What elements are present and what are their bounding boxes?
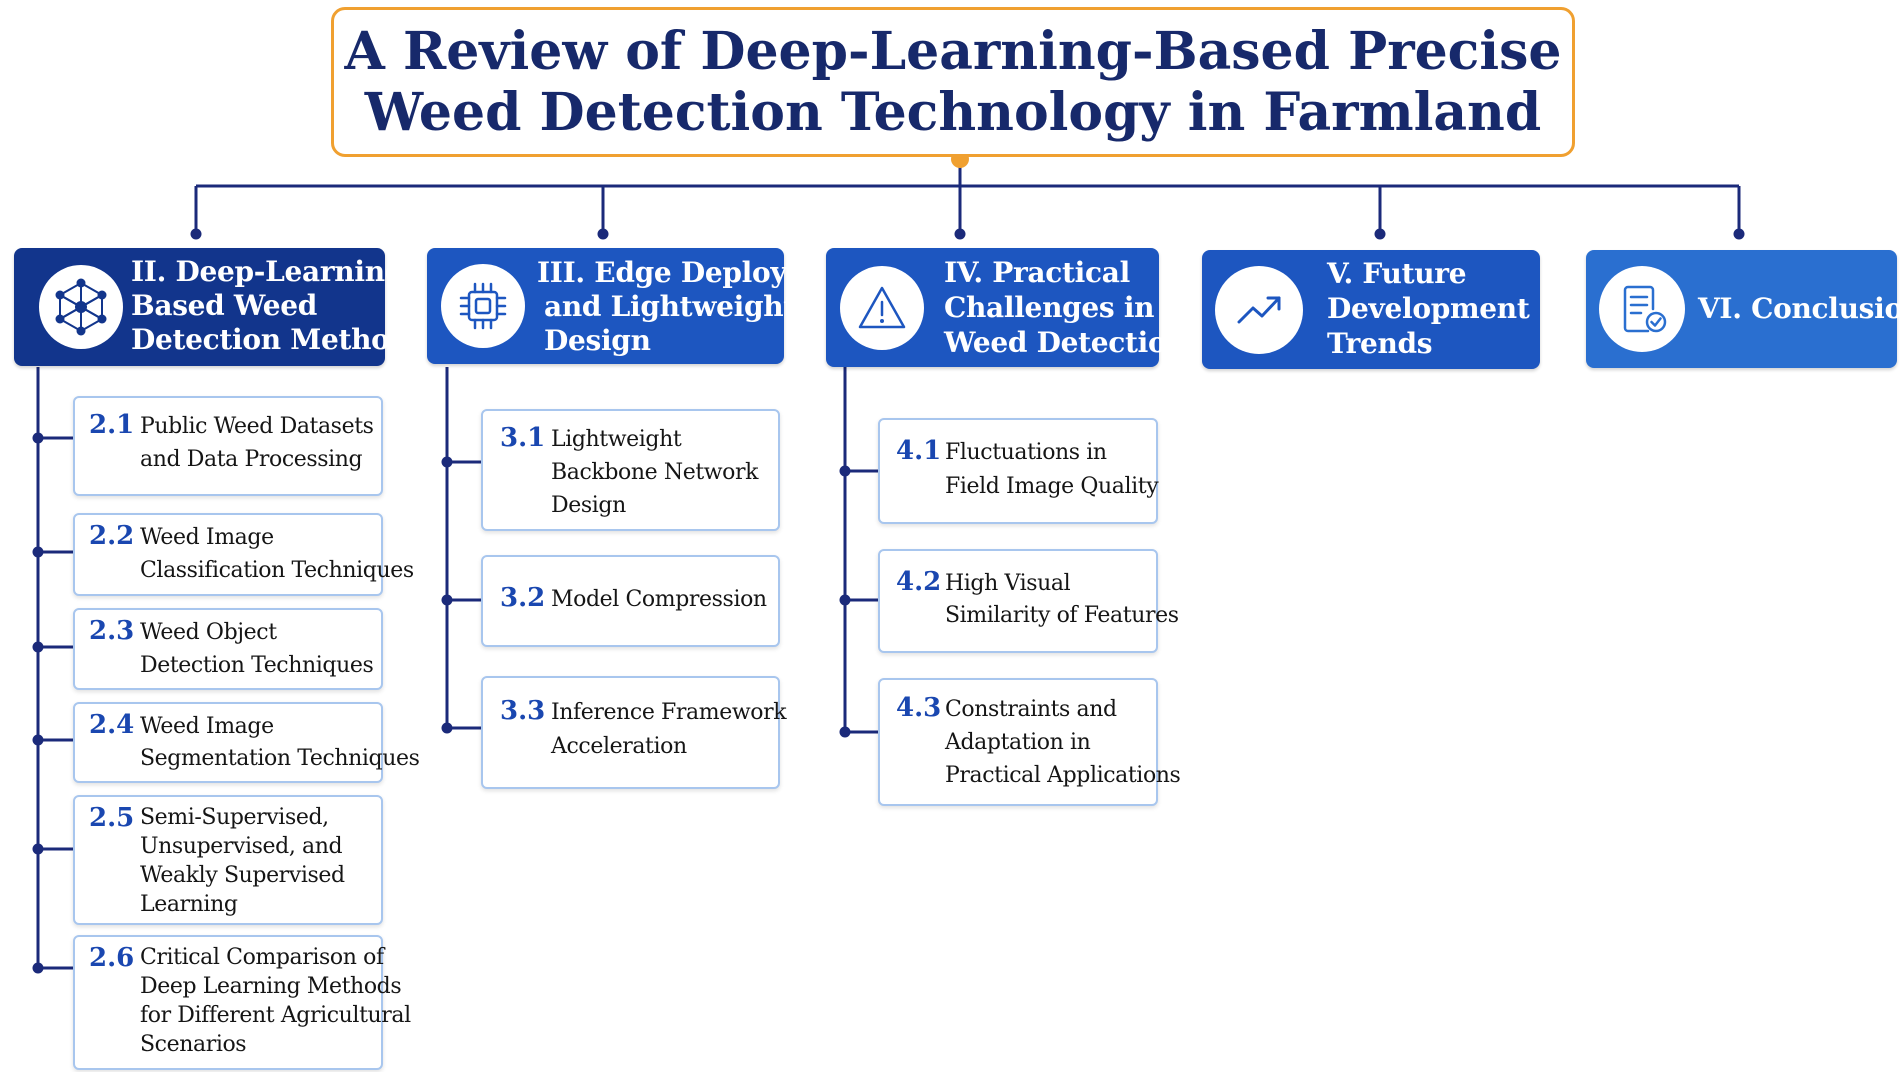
checklist-icon (1599, 266, 1685, 352)
subsection-2-5: 2.5 Semi-Supervised, Unsupervised, and W… (73, 795, 383, 925)
subsection-text-line-4: Scenarios (140, 1032, 247, 1057)
junction-dot (190, 228, 202, 240)
trend-up-icon (1215, 266, 1303, 354)
section-vi-label-line-1: VI. Conclusion (1698, 292, 1900, 325)
subsection-text-line-1: Model Compression (551, 587, 767, 612)
subsection-number: 4.1 (896, 436, 942, 466)
section-ii-box: II. Deep-Learning- Based Weed Detection … (14, 248, 425, 366)
subsection-text-line-1: Weed Image (140, 525, 274, 550)
junction-dot (1733, 228, 1745, 240)
subsection-number: 2.5 (89, 803, 135, 833)
junction-dot (441, 594, 453, 606)
subsection-text-line-1: Lightweight (551, 427, 682, 452)
subsection-3-3: 3.3 Inference Framework Acceleration (481, 676, 787, 789)
subsection-text-line-1: Constraints and (945, 697, 1117, 722)
junction-dot (32, 546, 44, 558)
subsection-text-line-2: Field Image Quality (945, 474, 1159, 499)
subsection-4-3: 4.3 Constraints and Adaptation in Practi… (878, 678, 1181, 806)
subsection-text-line-2: Detection Techniques (140, 653, 374, 678)
subsection-3-1: 3.1 Lightweight Backbone Network Design (481, 409, 780, 531)
subsection-text-line-1: Critical Comparison of (140, 945, 384, 970)
subsection-3-2: 3.2 Model Compression (481, 555, 780, 647)
subsection-text-line-3: for Different Agricultural (140, 1003, 411, 1028)
subsection-2-3: 2.3 Weed Object Detection Techniques (73, 608, 383, 690)
junction-dot (441, 722, 453, 734)
subsection-number: 3.1 (500, 423, 546, 453)
junction-dot (32, 962, 44, 974)
section-iii-box: III. Edge Deployment and Lightweight Des… (427, 248, 866, 364)
section-iv-label-line-1: IV. Practical (944, 256, 1130, 289)
section-iii-label-line-1: III. Edge Deployment (537, 256, 866, 289)
subsection-2-2: 2.2 Weed Image Classification Techniques (73, 513, 414, 596)
section-ii-label-line-1: II. Deep-Learning- (131, 255, 416, 288)
section-iii-label-line-3: Design (544, 324, 651, 357)
section-iv-label-line-2: Challenges in (944, 291, 1155, 324)
title-line-1: A Review of Deep-Learning-Based Precise (344, 21, 1562, 82)
subsection-text-line-2: Backbone Network (551, 460, 759, 485)
junction-dot (32, 843, 44, 855)
section-iii-label-line-2: and Lightweight (544, 290, 796, 323)
subsection-4-2: 4.2 High Visual Similarity of Features (878, 549, 1179, 653)
junction-dot (32, 432, 44, 444)
subsection-text-line-2: Deep Learning Methods (140, 974, 402, 999)
junction-dot (1374, 228, 1386, 240)
subsection-number: 3.3 (500, 696, 546, 726)
subsection-text-line-1: Inference Framework (551, 700, 787, 725)
subsection-text-line-2: Similarity of Features (945, 603, 1179, 628)
junction-dot (32, 734, 44, 746)
subsection-text-line-1: Semi-Supervised, (140, 805, 329, 830)
section-iv-label-line-3: Weed Detection (944, 326, 1187, 359)
junction-dot (839, 465, 851, 477)
section-ii-label-line-3: Detection Methods (131, 323, 425, 356)
section-v-label-line-1: V. Future (1327, 257, 1467, 290)
section-v-label-line-3: Trends (1327, 327, 1433, 360)
section-ii-label-line-2: Based Weed (131, 289, 318, 322)
junction-dot (32, 641, 44, 653)
title-line-2: Weed Detection Technology in Farmland (364, 82, 1542, 143)
junction-dot (839, 726, 851, 738)
subsection-text-line-3: Practical Applications (945, 763, 1181, 788)
subsection-text-line-1: Weed Image (140, 714, 274, 739)
title-box: A Review of Deep-Learning-Based Precise … (331, 7, 1575, 157)
junction-dot (839, 594, 851, 606)
subsection-number: 2.4 (89, 710, 135, 740)
subsection-text-line-2: Classification Techniques (140, 558, 414, 583)
subsection-number: 4.3 (896, 693, 942, 723)
subsection-text-line-1: Weed Object (140, 620, 277, 645)
section-v-label-line-2: Development (1327, 292, 1530, 325)
subsection-2-4: 2.4 Weed Image Segmentation Techniques (73, 702, 420, 783)
subsection-text-line-3: Design (551, 493, 626, 518)
subsection-text-line-2: and Data Processing (140, 447, 363, 472)
subsection-number: 2.2 (89, 521, 135, 551)
chip-icon (441, 264, 525, 348)
subsection-text-line-3: Weakly Supervised (140, 863, 345, 888)
subsection-2-1: 2.1 Public Weed Datasets and Data Proces… (73, 396, 383, 496)
subsection-text-line-2: Segmentation Techniques (140, 746, 420, 771)
subsection-text-line-1: High Visual (945, 571, 1071, 596)
subsection-number: 2.1 (89, 410, 135, 440)
subsection-text-line-1: Public Weed Datasets (140, 414, 374, 439)
junction-dot (597, 228, 609, 240)
subsection-text-line-2: Unsupervised, and (140, 834, 343, 859)
junction-dot (954, 228, 966, 240)
subsection-number: 2.6 (89, 943, 135, 973)
subsection-number: 3.2 (500, 583, 546, 613)
subsection-text-line-2: Acceleration (551, 734, 687, 759)
subsection-text-line-1: Fluctuations in (945, 440, 1107, 465)
subsection-4-1: 4.1 Fluctuations in Field Image Quality (878, 418, 1159, 524)
section-iv-box: IV. Practical Challenges in Weed Detecti… (826, 248, 1187, 367)
subsection-2-6: 2.6 Critical Comparison of Deep Learning… (73, 935, 411, 1070)
subsection-number: 2.3 (89, 616, 135, 646)
subsection-text-line-2: Adaptation in (945, 730, 1091, 755)
neural-network-icon (39, 265, 123, 349)
section-vi-box: VI. Conclusion (1586, 250, 1900, 368)
section-v-box: V. Future Development Trends (1202, 250, 1540, 369)
subsection-text-line-4: Learning (140, 892, 238, 917)
subsection-number: 4.2 (896, 567, 942, 597)
warning-icon (840, 266, 924, 350)
junction-dot (441, 456, 453, 468)
